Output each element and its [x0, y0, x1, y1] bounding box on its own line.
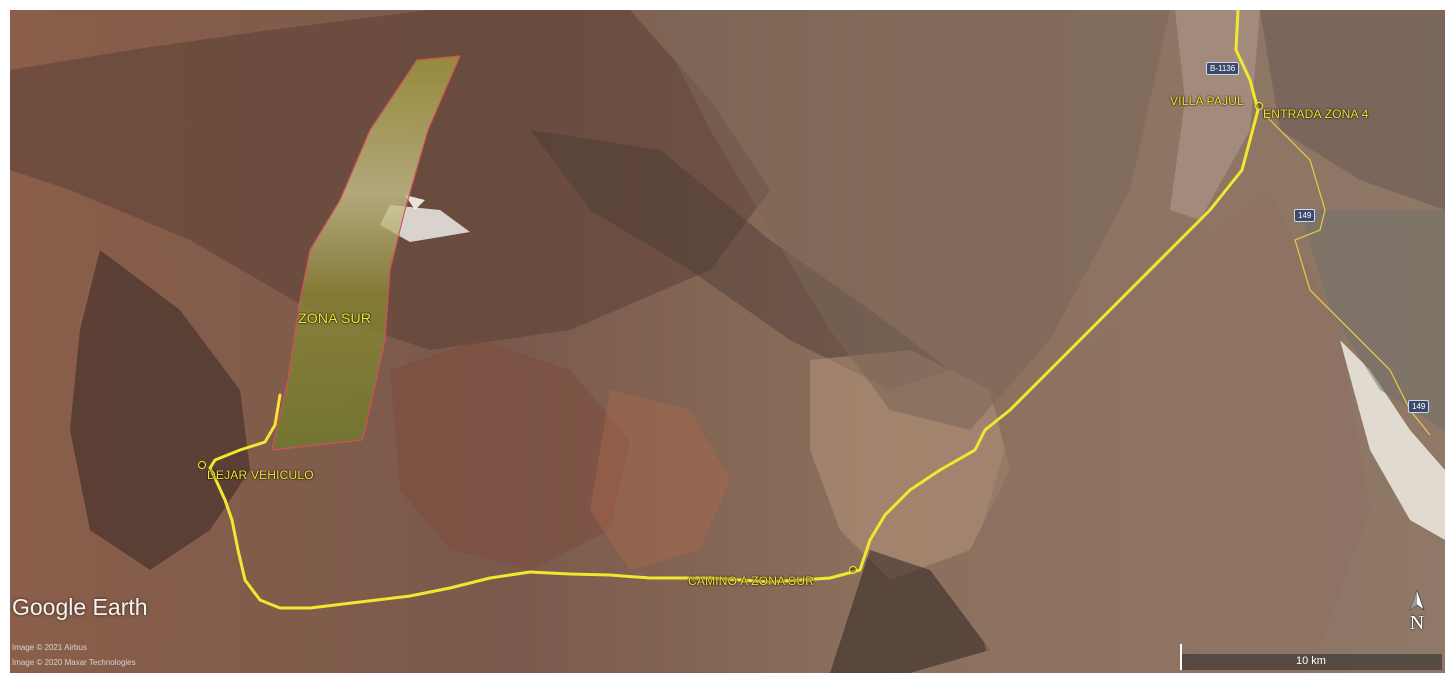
compass-label: N [1409, 612, 1425, 634]
scale-label: 10 km [1296, 655, 1326, 667]
zona-sur-polygon [271, 55, 461, 451]
scale-bar: 10 km [1180, 644, 1442, 670]
dejar-vehiculo-pin[interactable] [198, 461, 206, 469]
main-route-line [208, 10, 1260, 610]
entrada-label: ENTRADA ZONA 4 [1263, 107, 1369, 121]
map-view[interactable]: ZONA SUR DEJAR VEHICULO CAMINO A ZONA SU… [10, 10, 1445, 673]
attribution-line-2: Image © 2020 Maxar Technologies [12, 658, 136, 667]
villa-label: VILLA PAJUL [1170, 94, 1245, 108]
google-earth-logo: Google Earth [12, 594, 148, 620]
road-149 [1264, 114, 1431, 436]
route-shield-149-a: 149 [1294, 209, 1316, 222]
entrada-pin[interactable] [1255, 102, 1263, 110]
attribution-line-1: Image © 2021 Airbus [12, 643, 87, 652]
route-shield-top: B-1136 [1206, 62, 1240, 75]
compass-north-icon[interactable]: N [1403, 588, 1431, 650]
zona-sur-label: ZONA SUR [298, 310, 372, 326]
camino-label: CAMINO A ZONA SUR [688, 574, 815, 588]
dejar-vehiculo-label: DEJAR VEHICULO [207, 468, 314, 482]
satellite-terrain [10, 10, 1445, 673]
camino-pin[interactable] [849, 566, 857, 574]
route-shield-149-b: 149 [1408, 400, 1430, 413]
